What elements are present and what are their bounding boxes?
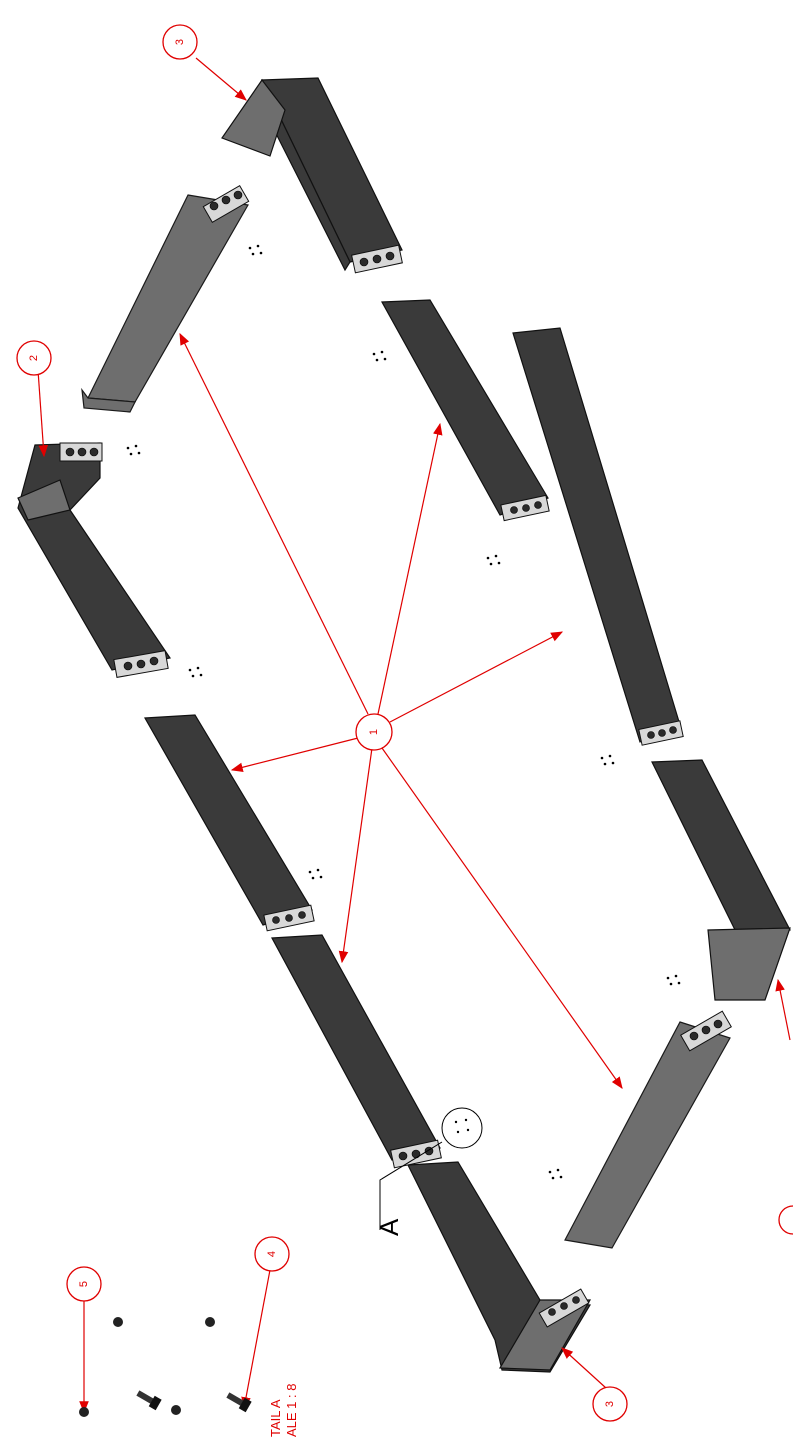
callout-balloon-2: 2: [16, 340, 52, 376]
beam-top-right-corner: [221, 77, 403, 272]
beam-mid-right-upper: [381, 299, 549, 516]
beam-right-corner: [651, 759, 791, 1001]
callout-3-bottom-leader: [561, 1347, 607, 1389]
svg-text:1: 1: [368, 729, 380, 735]
callout-3-right-leader: [775, 978, 791, 1041]
beam-center-left: [271, 934, 441, 1161]
beam-mid-left: [144, 714, 313, 926]
bolt-icon: [136, 1390, 162, 1411]
callout-balloon-3-bottom: 3: [592, 1386, 628, 1422]
callout-4-leader: [241, 1269, 271, 1410]
svg-text:3: 3: [604, 1401, 616, 1407]
callout-balloon-partial-right: [778, 1205, 793, 1235]
svg-text:3: 3: [174, 39, 186, 45]
bolt-icon: [226, 1392, 252, 1413]
detail-a-fasteners: [79, 1317, 252, 1417]
callout-balloon-3-top: 3: [162, 24, 198, 60]
fastener-dots: [126, 244, 681, 1180]
callout-2-leader: [37, 369, 49, 458]
callout-3-top-leader: [195, 57, 247, 101]
beam-bottom-corner-3: [407, 1161, 592, 1373]
beam-bottom-grey: [564, 1021, 731, 1249]
detail-view-letter: A: [374, 1218, 404, 1236]
beam-left-corner-2: [17, 442, 171, 671]
callout-1-leaders: [179, 332, 623, 1089]
svg-text:4: 4: [266, 1251, 278, 1257]
svg-text:5: 5: [78, 1281, 90, 1287]
callout-balloon-1: 1: [355, 713, 393, 751]
beam-top-grey: [81, 194, 249, 413]
beam-end-caps: [59, 185, 732, 1328]
detail-view-title: TAIL A: [268, 1399, 283, 1437]
callout-balloon-4: 4: [254, 1236, 290, 1272]
beam-mid-right: [512, 327, 681, 743]
callout-balloon-5: 5: [66, 1266, 102, 1302]
detail-circle-a: [379, 1107, 483, 1230]
detail-view-scale: ALE 1 : 8: [284, 1384, 299, 1437]
svg-text:2: 2: [28, 355, 40, 361]
